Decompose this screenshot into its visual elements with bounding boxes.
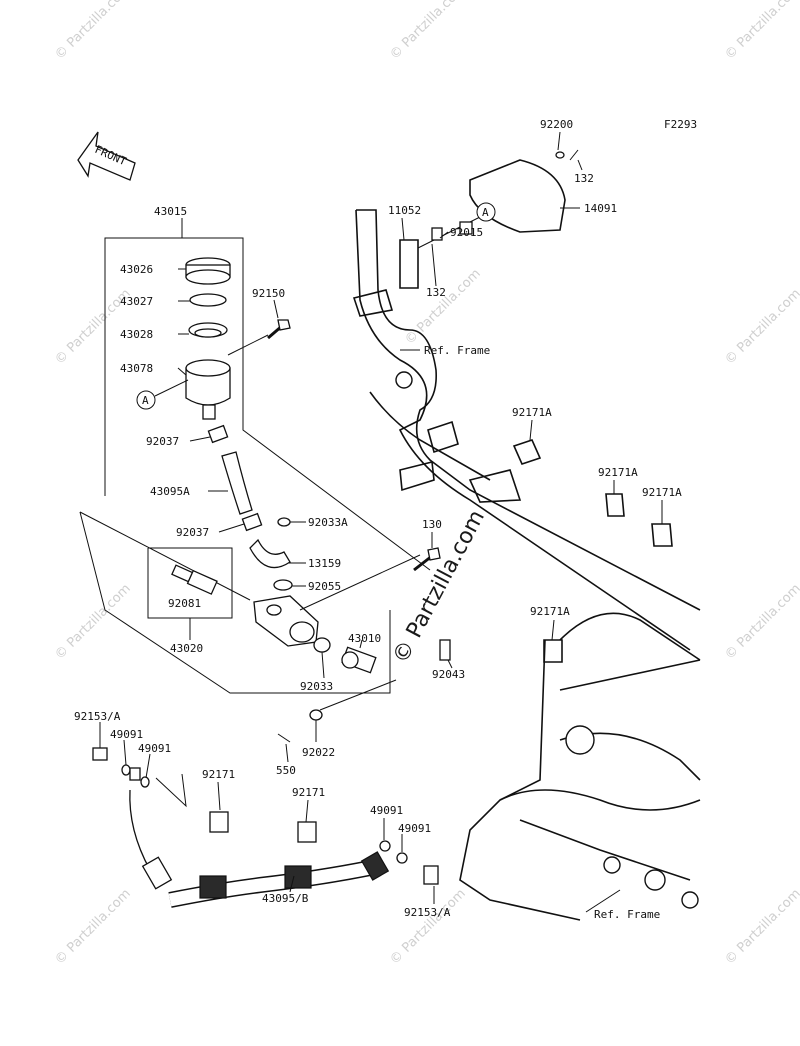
part-label: 92171A: [642, 486, 682, 499]
part-label: 92171A: [530, 605, 570, 618]
part-label: 43010: [348, 632, 381, 645]
part-label: 92015: [450, 226, 483, 239]
part-label: 43028: [120, 328, 153, 341]
hose-fitting: [249, 538, 291, 569]
part-label: 550: [276, 764, 296, 777]
part-label: 92150: [252, 287, 285, 300]
watermark: © Partzilla.com: [52, 886, 134, 968]
part-label: 49091: [398, 822, 431, 835]
part-label: 92081: [168, 597, 201, 610]
part-label: 92037: [176, 526, 209, 539]
watermark: © Partzilla.com: [722, 286, 800, 368]
callout-a-right: A: [476, 202, 496, 222]
ref-frame-label: Ref. Frame: [594, 908, 660, 921]
part-label: 92171: [202, 768, 235, 781]
part-label: 130: [422, 518, 442, 531]
part-label: 43020: [170, 642, 203, 655]
pin: [439, 639, 451, 661]
part-label: 92037: [146, 435, 179, 448]
motorcycle-frame: [352, 149, 701, 921]
part-label: 49091: [110, 728, 143, 741]
part-label: 92022: [302, 746, 335, 759]
gasket: [396, 852, 408, 864]
watermark: © Partzilla.com: [402, 266, 484, 348]
part-label: 92171: [292, 786, 325, 799]
callout-label: A: [142, 394, 149, 407]
watermark: © Partzilla.com: [387, 886, 469, 968]
piston-assembly: [171, 564, 218, 595]
part-label: 92043: [432, 668, 465, 681]
diaphragm-plate: [189, 293, 227, 307]
part-label: 13159: [308, 557, 341, 570]
watermark: © Partzilla.com: [52, 0, 134, 63]
bolt: [413, 554, 433, 572]
part-label: 14091: [584, 202, 617, 215]
part-label: 43026: [120, 263, 153, 276]
watermark: © Partzilla.com: [722, 581, 800, 663]
banjo-bolt: [92, 747, 108, 761]
part-label: 49091: [138, 742, 171, 755]
callout-a-left: A: [136, 379, 189, 410]
reservoir-hose: [221, 451, 253, 515]
gasket: [121, 764, 131, 776]
part-label: 132: [426, 286, 446, 299]
pushrod: [341, 646, 377, 674]
hose-clamp: [207, 424, 229, 444]
gasket: [140, 776, 150, 788]
watermark: © Partzilla.com: [52, 581, 134, 663]
callout-label: A: [482, 206, 489, 219]
hose-clip: [209, 811, 229, 833]
part-label: 11052: [388, 204, 421, 217]
washer: [309, 709, 323, 721]
banjo-bolt: [423, 865, 439, 885]
cotter-pin: [277, 733, 291, 743]
part-label: 43095A: [150, 485, 190, 498]
o-ring: [273, 579, 293, 591]
brake-hose-assembly: [92, 747, 439, 908]
part-labels: 43015 43026 43027 43028 43078 92150 9203…: [74, 118, 682, 921]
part-label: 92033A: [308, 516, 348, 529]
part-label: 92171A: [598, 466, 638, 479]
part-label: 132: [574, 172, 594, 185]
part-label: 92033: [300, 680, 333, 693]
part-label: 49091: [370, 804, 403, 817]
hose-clamp: [241, 512, 263, 532]
part-label: 92153/A: [404, 906, 451, 919]
ref-frame-label: Ref. Frame: [424, 344, 490, 357]
snap-ring: [313, 637, 331, 653]
diagram-code: F2293: [664, 118, 697, 131]
part-label: 92153/A: [74, 710, 121, 723]
part-label: 92171A: [512, 406, 552, 419]
assembly-bracket: [79, 218, 431, 694]
gasket: [379, 840, 391, 852]
front-arrow-icon: FRONT: [77, 131, 136, 181]
part-label: 43027: [120, 295, 153, 308]
leader-lines: [99, 131, 663, 913]
part-label: 92055: [308, 580, 341, 593]
watermark: © Partzilla.com: [722, 886, 800, 968]
watermark: © Partzilla.com: [387, 0, 469, 63]
part-label: 92200: [540, 118, 573, 131]
hose-clip: [297, 821, 317, 843]
part-label: 43078: [120, 362, 153, 375]
watermark: © Partzilla.com: [722, 0, 800, 63]
part-label: 43095/B: [262, 892, 309, 905]
part-label: 43015: [154, 205, 187, 218]
circlip: [277, 517, 291, 527]
